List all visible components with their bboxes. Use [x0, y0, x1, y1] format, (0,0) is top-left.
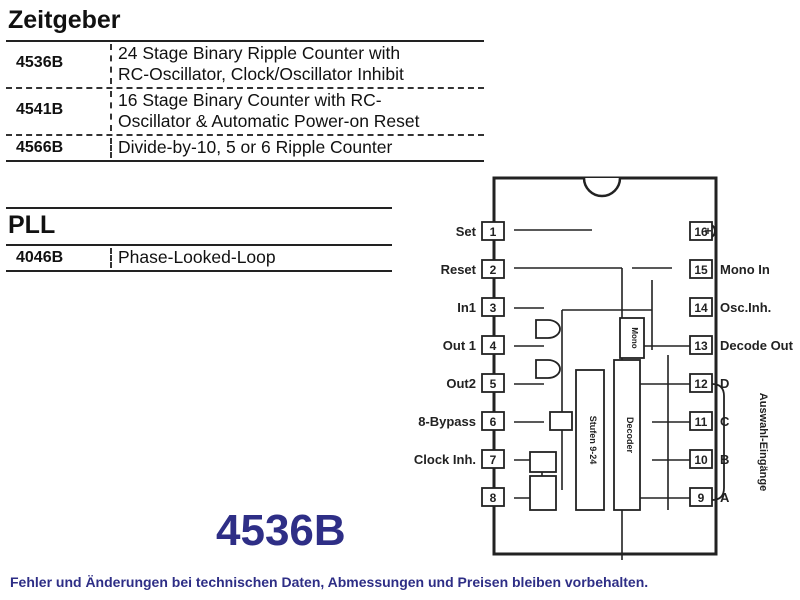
- pin-number: 14: [694, 301, 708, 315]
- pin-label: 8-Bypass: [418, 414, 476, 429]
- pin-label: B: [720, 452, 729, 467]
- pin-label: Set: [456, 224, 477, 239]
- pin-box: [689, 335, 713, 355]
- column-separator: [110, 91, 112, 131]
- column-separator: [110, 248, 112, 268]
- pin-label: +: [704, 224, 711, 238]
- pin-label: Reset: [441, 262, 477, 277]
- rule: [6, 270, 392, 272]
- decoder-block: [613, 359, 641, 511]
- rule: [6, 40, 484, 42]
- pin-label: In1: [457, 300, 476, 315]
- chip-svg: Stufen 9-24 Decoder Mono Auswahl-Eingäng…: [414, 176, 794, 560]
- pin-box: [481, 335, 505, 355]
- pin-label: A: [720, 490, 730, 505]
- pin-number: 15: [694, 263, 708, 277]
- gate-symbol: [535, 319, 561, 339]
- part-description: Phase-Looked-Loop: [118, 247, 276, 267]
- chip-notch: [582, 177, 622, 198]
- pin-box: [481, 221, 505, 241]
- rule: [6, 160, 484, 162]
- pin-label: Out 1: [443, 338, 476, 353]
- chip-pinout-diagram: Stufen 9-24 Decoder Mono Auswahl-Eingäng…: [412, 170, 800, 562]
- column-separator: [110, 138, 112, 158]
- pin-number: 3: [490, 301, 497, 315]
- pin-label: Mono In: [720, 262, 770, 277]
- pin-box: [689, 221, 713, 241]
- mono-block: [619, 317, 645, 359]
- part-description: RC-Oscillator, Clock/Oscillator Inhibit: [118, 64, 404, 84]
- pin-number: 7: [490, 453, 497, 467]
- pin-box: [481, 487, 505, 507]
- section-title-pll: PLL: [8, 211, 56, 239]
- part-description: Divide-by-10, 5 or 6 Ripple Counter: [118, 137, 393, 157]
- part-number: 4046B: [16, 249, 64, 266]
- part-number: 4536B: [16, 54, 64, 71]
- pin-label: Clock Inh.: [414, 452, 476, 467]
- pin-number: 11: [695, 415, 708, 429]
- pin-number: 1: [490, 225, 497, 239]
- stages-block: [575, 369, 605, 511]
- pin-number: 10: [694, 453, 708, 467]
- decoder-label: Decoder: [625, 417, 635, 454]
- pin-box: [689, 411, 713, 431]
- pin-number: 5: [490, 377, 497, 391]
- table-row: 4536B 24 Stage Binary Ripple Counter wit…: [6, 42, 484, 86]
- table-row: 4541B 16 Stage Binary Counter with RC- O…: [6, 89, 484, 133]
- section-title-zeitgeber: Zeitgeber: [8, 6, 121, 34]
- rule: [6, 207, 392, 209]
- disclaimer-footer: Fehler und Änderungen bei technischen Da…: [10, 574, 649, 590]
- pin-label: Decode Out: [720, 338, 794, 353]
- table-row: 4566B Divide-by-10, 5 or 6 Ripple Counte…: [6, 136, 484, 160]
- mono-label: Mono: [630, 327, 639, 348]
- selection-inputs-label: Auswahl-Eingänge: [757, 393, 769, 491]
- stages-label: Stufen 9-24: [588, 416, 598, 465]
- logic-block: [549, 411, 573, 431]
- featured-part-number: 4536B: [216, 506, 346, 555]
- pin-box: [481, 449, 505, 469]
- internal-wiring: [514, 229, 696, 560]
- pin-number: 9: [698, 491, 705, 505]
- pin-number: 16: [694, 225, 708, 239]
- right-pins: 16+15 Mono In 14 Osc.Inh. 13 Decode Out 12 D 11 C…: [689, 221, 794, 507]
- pin-number: 2: [490, 263, 497, 277]
- pin-box: [689, 259, 713, 279]
- part-number: 4566B: [16, 139, 64, 156]
- pin-label: Osc.Inh.: [720, 300, 771, 315]
- logic-block: [529, 451, 557, 473]
- pin-number: 8: [490, 491, 497, 505]
- selection-bracket: [711, 383, 725, 501]
- pin-number: 4: [490, 339, 497, 353]
- column-separator: [110, 44, 112, 84]
- pin-number: 13: [694, 339, 708, 353]
- pin-number: 12: [694, 377, 708, 391]
- pin-box: [689, 297, 713, 317]
- part-number: 4541B: [16, 101, 64, 118]
- table-row: 4046B Phase-Looked-Loop: [6, 246, 392, 270]
- rule: [6, 134, 484, 136]
- part-description: Oscillator & Automatic Power-on Reset: [118, 111, 420, 131]
- pin-box: [689, 449, 713, 469]
- pin-label: C: [720, 414, 730, 429]
- pin-number: 6: [490, 415, 497, 429]
- pin-box: [481, 297, 505, 317]
- pin-label: D: [720, 376, 729, 391]
- pin-box: [481, 411, 505, 431]
- part-description: 24 Stage Binary Ripple Counter with: [118, 43, 401, 63]
- pin-box: [481, 373, 505, 393]
- part-description: 16 Stage Binary Counter with RC-: [118, 90, 382, 110]
- logic-block: [529, 475, 557, 511]
- gate-symbol: [535, 359, 561, 379]
- pin-box: [689, 487, 713, 507]
- left-pins: 1 Set 2 Reset 3 In1 4 Out 1 5 Out2 6 8-Bypass 7 Clock…: [414, 221, 505, 507]
- pin-box: [689, 373, 713, 393]
- pin-box: [481, 259, 505, 279]
- rule: [6, 244, 392, 246]
- pin-label: Out2: [446, 376, 476, 391]
- rule: [6, 87, 484, 89]
